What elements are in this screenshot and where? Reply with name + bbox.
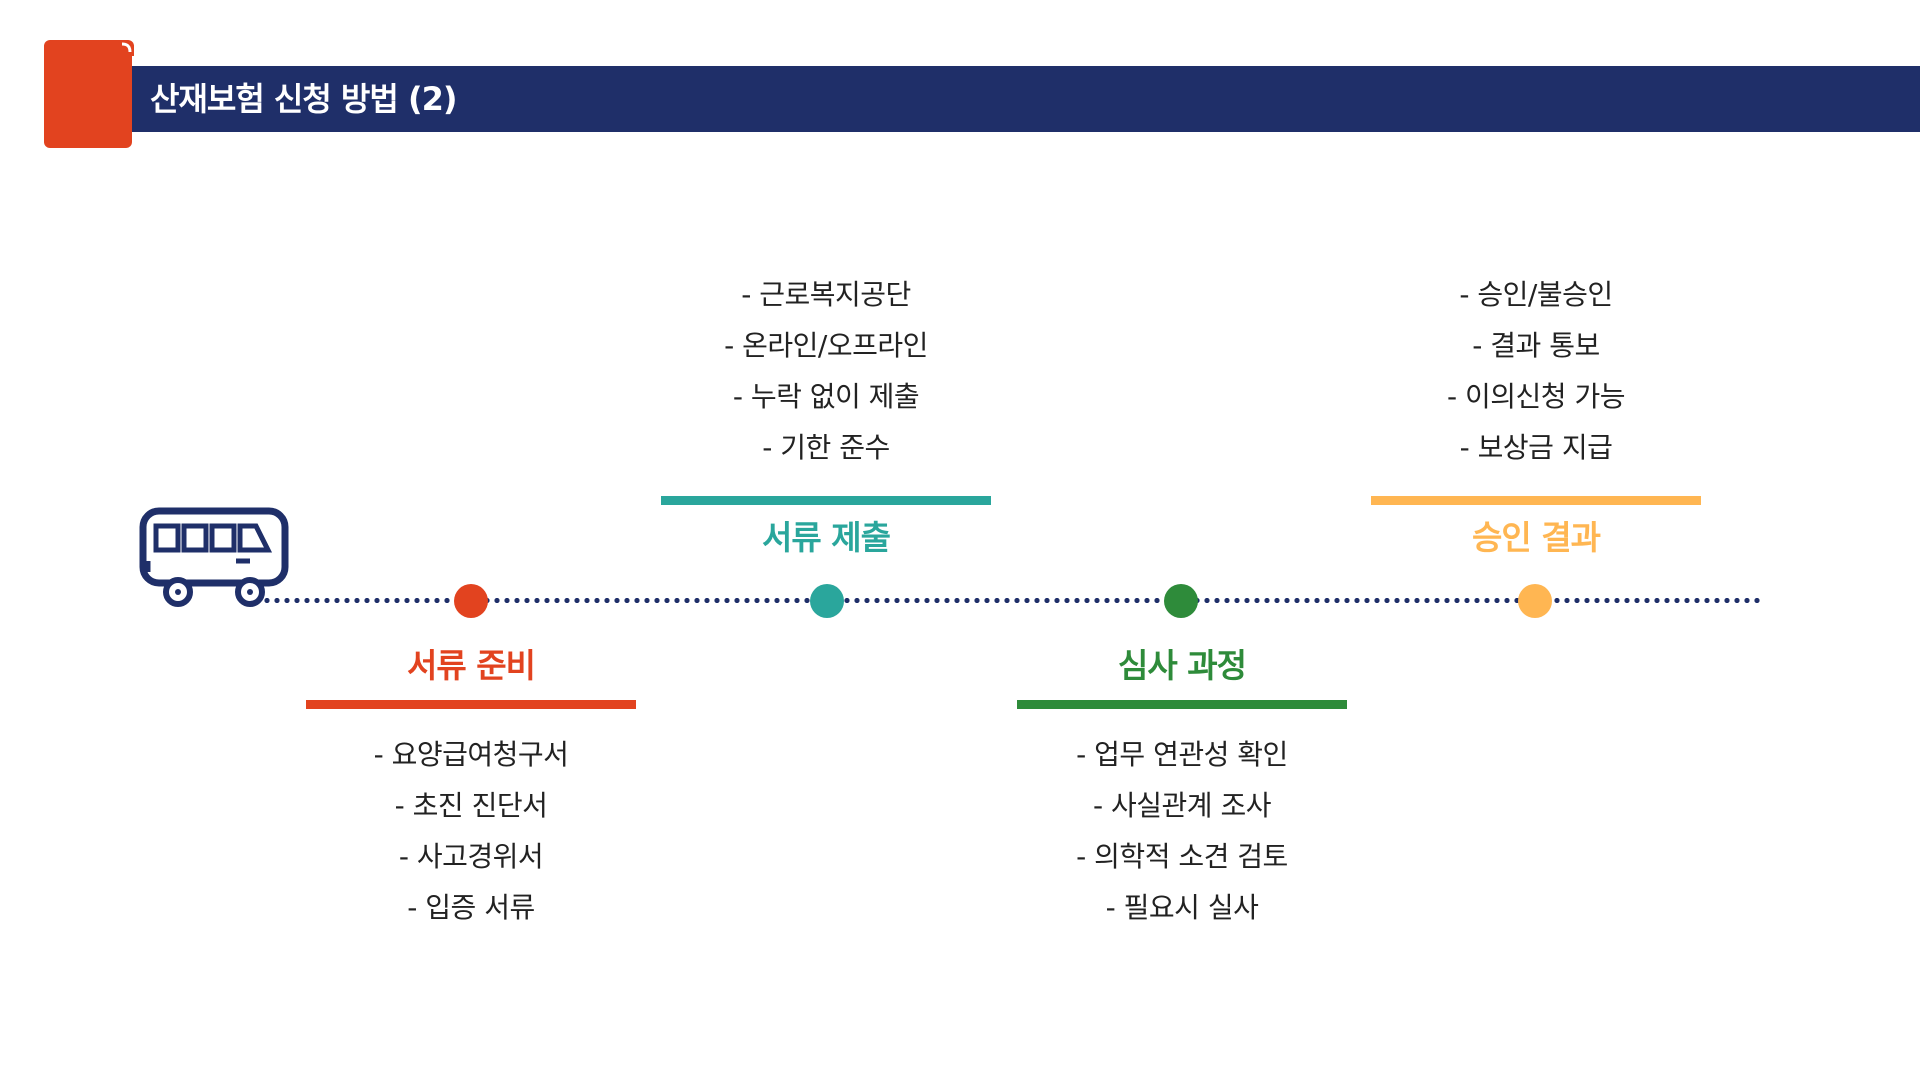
list-item: - 기한 준수 — [762, 431, 890, 464]
stage-1-label: 서류 준비 — [407, 646, 536, 685]
list-item: - 요양급여청구서 — [373, 738, 569, 771]
stage-1-node — [454, 584, 488, 618]
list-item: - 사실관계 조사 — [1093, 789, 1271, 822]
list-item: - 초진 진단서 — [394, 789, 548, 822]
stage-3-node — [1164, 584, 1198, 618]
stage-3-list: - 업무 연관성 확인 - 사실관계 조사 - 의학적 소견 검토 - 필요시 … — [982, 729, 1382, 933]
book-icon — [44, 40, 134, 148]
stage-4-bar — [1371, 496, 1701, 505]
list-item: - 결과 통보 — [1472, 329, 1600, 362]
stage-3-bar — [1017, 700, 1347, 709]
stage-2-label: 서류 제출 — [762, 518, 891, 557]
list-item: - 필요시 실사 — [1105, 891, 1259, 924]
stage-4-list: - 승인/불승인 - 결과 통보 - 이의신청 가능 - 보상금 지급 — [1336, 269, 1736, 473]
stage-1-list: - 요양급여청구서 - 초진 진단서 - 사고경위서 - 입증 서류 — [271, 729, 671, 933]
title-bar — [130, 66, 1920, 132]
list-item: - 승인/불승인 — [1459, 278, 1613, 311]
stage-2-list: - 근로복지공단 - 온라인/오프라인 - 누락 없이 제출 - 기한 준수 — [626, 269, 1026, 473]
page-title: 산재보험 신청 방법 (2) — [150, 80, 457, 118]
list-item: - 누락 없이 제출 — [732, 380, 920, 413]
list-item: - 보상금 지급 — [1459, 431, 1613, 464]
list-item: - 의학적 소견 검토 — [1076, 840, 1288, 873]
timeline-dotted-line — [262, 598, 1760, 603]
list-item: - 온라인/오프라인 — [724, 329, 928, 362]
list-item: - 근로복지공단 — [741, 278, 911, 311]
stage-3-label: 심사 과정 — [1118, 646, 1247, 685]
stage-4-label: 승인 결과 — [1472, 518, 1601, 557]
stage-2-node — [810, 584, 844, 618]
stage-1-bar — [306, 700, 636, 709]
stage-4-node — [1518, 584, 1552, 618]
bus-icon — [139, 507, 289, 607]
list-item: - 사고경위서 — [398, 840, 544, 873]
list-item: - 이의신청 가능 — [1447, 380, 1625, 413]
list-item: - 입증 서류 — [407, 891, 535, 924]
stage-2-bar — [661, 496, 991, 505]
list-item: - 업무 연관성 확인 — [1076, 738, 1288, 771]
